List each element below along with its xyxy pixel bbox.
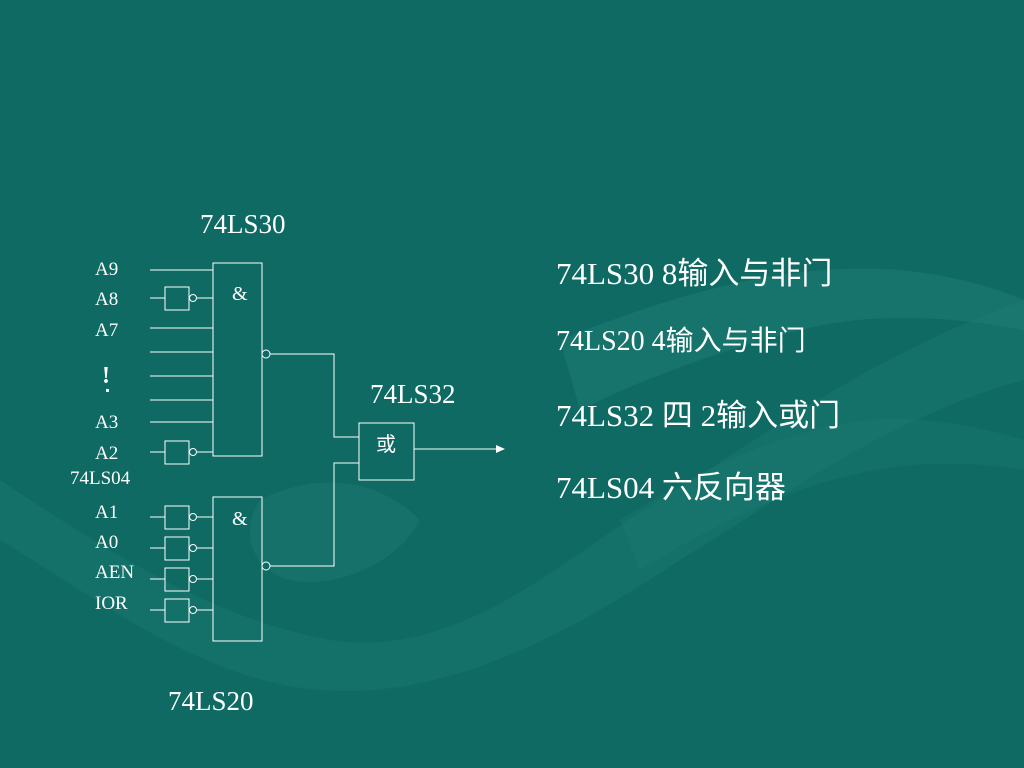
input-label-ior: IOR <box>95 593 128 614</box>
wire-nand8-to-or <box>270 353 359 438</box>
legend-line-74ls04: 74LS04 六反向器 <box>556 470 786 505</box>
nand8-symbol: & <box>232 283 248 305</box>
ellipsis-dot <box>106 389 109 392</box>
nand4-output-bubble <box>261 561 271 571</box>
wire-nand4-to-or <box>270 462 359 567</box>
or-gate <box>358 422 415 481</box>
nand4-symbol: & <box>232 508 248 530</box>
inverter-a0 <box>164 536 190 561</box>
nand8-output-bubble <box>261 349 271 359</box>
nand4-gate <box>212 496 263 642</box>
inverter-aen-bubble <box>189 575 197 583</box>
input-label-a2: A2 <box>95 443 118 464</box>
or-symbol: 或 <box>376 433 396 456</box>
nand8-gate <box>212 262 263 457</box>
input-label-a1: A1 <box>95 502 118 523</box>
input-label-a8: A8 <box>95 289 118 310</box>
chip-label-74ls30: 74LS30 <box>200 209 286 239</box>
inverter-ior-bubble <box>189 606 197 614</box>
inverter-a2-bubble <box>189 448 197 456</box>
input-label-a9: A9 <box>95 259 118 280</box>
chip-label-74ls04: 74LS04 <box>70 468 131 489</box>
chip-legend: 74LS30 8输入与非门 74LS20 4输入与非门 74LS32 四 2输入… <box>556 258 976 532</box>
legend-line-74ls32: 74LS32 四 2输入或门 <box>556 398 841 433</box>
legend-line-74ls20: 74LS20 4输入与非门 <box>556 326 806 357</box>
input-label-a3: A3 <box>95 412 118 433</box>
output-arrow-icon <box>496 445 505 453</box>
input-label-a0: A0 <box>95 532 118 553</box>
inverter-ior <box>164 598 190 623</box>
inverter-a1-bubble <box>189 513 197 521</box>
inverter-aen <box>164 567 190 592</box>
inverter-a0-bubble <box>189 544 197 552</box>
input-ellipsis: ! <box>102 363 110 389</box>
inverter-a8 <box>164 286 190 311</box>
input-label-a7: A7 <box>95 320 118 341</box>
chip-label-74ls20: 74LS20 <box>168 686 254 716</box>
inverter-a1 <box>164 505 190 530</box>
input-label-aen: AEN <box>95 562 134 583</box>
inverter-a2 <box>164 440 190 465</box>
chip-label-74ls32: 74LS32 <box>370 379 456 409</box>
inverter-a8-bubble <box>189 294 197 302</box>
legend-line-74ls30: 74LS30 8输入与非门 <box>556 256 833 291</box>
